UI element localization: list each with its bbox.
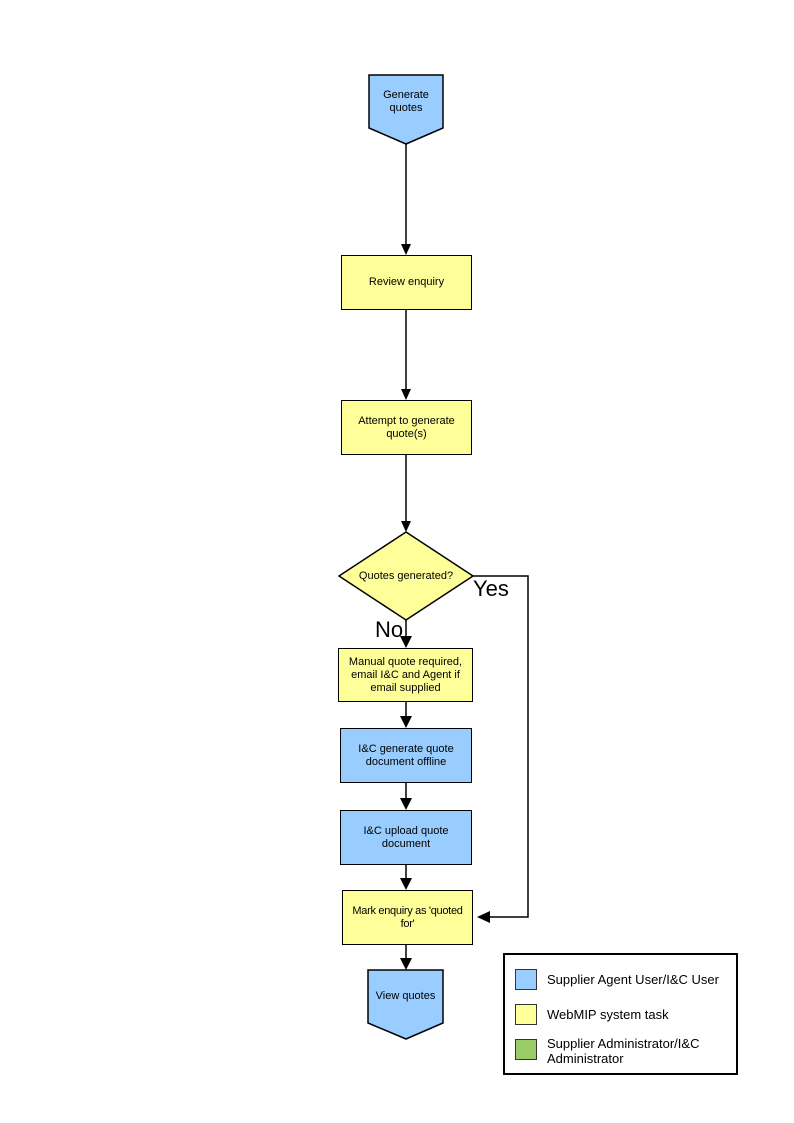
process-ic-upload-document: I&C upload quote document (340, 810, 472, 865)
arrowhead-icgenerate-icupload (400, 798, 412, 810)
process-attempt-generate: Attempt to generate quote(s) (341, 400, 472, 455)
arrowhead-yes-branch (477, 911, 490, 923)
end-terminator-label: View quotes (375, 990, 436, 1002)
start-terminator-shape (368, 74, 444, 145)
process-mark-quoted-for: Mark enquiry as 'quoted for' (342, 890, 473, 945)
arrowhead-icupload-mark (400, 878, 412, 890)
no-branch-label: No (375, 617, 404, 642)
arrowhead-manual-icgenerate (400, 716, 412, 728)
arrowhead-mark-end (400, 958, 412, 970)
legend-swatch-supplier-admin (515, 1039, 537, 1060)
yes-branch-label: Yes (473, 576, 509, 601)
arrowhead-start-review (401, 244, 411, 255)
decision-diamond-label: Quotes generated? (358, 569, 454, 582)
legend-label-webmip-task: WebMIP system task (547, 1007, 669, 1022)
legend-box: Supplier Agent User/I&C User WebMIP syst… (503, 953, 738, 1075)
process-manual-quote: Manual quote required, email I&C and Age… (338, 648, 473, 702)
arrowhead-review-attempt (401, 389, 411, 400)
arrowhead-attempt-decision (401, 521, 411, 532)
process-review-enquiry: Review enquiry (341, 255, 472, 310)
legend-label-supplier-agent: Supplier Agent User/I&C User (547, 972, 719, 987)
start-terminator-label: Generate quotes (383, 88, 429, 114)
end-terminator-shape (367, 969, 444, 1040)
legend-label-supplier-admin: Supplier Administrator/I&C Administrator (547, 1036, 700, 1066)
legend-swatch-webmip-task (515, 1004, 537, 1025)
arrowhead-no-branch (400, 636, 412, 648)
connector-yes-branch (473, 575, 529, 918)
legend-swatch-supplier-agent (515, 969, 537, 990)
process-ic-generate-offline: I&C generate quote document offline (340, 728, 472, 783)
